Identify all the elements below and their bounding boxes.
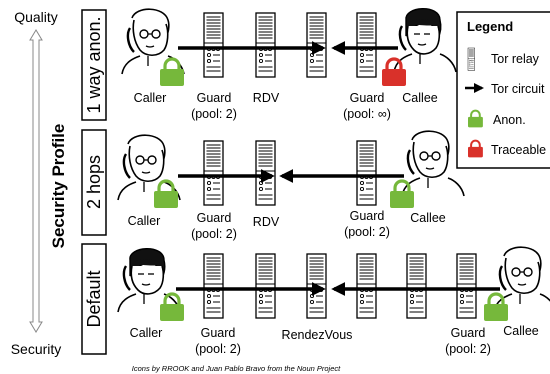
caller-icon (116, 247, 182, 314)
row-1-name: 1 way anon. (84, 16, 104, 113)
guard-pool-label: (pool: 2) (195, 342, 241, 356)
server-icon (356, 253, 377, 319)
legend-title: Legend (467, 19, 513, 34)
lock-icon (380, 57, 408, 88)
axis-bottom-label: Security (11, 341, 62, 357)
rdv-label: RendezVous (282, 328, 353, 342)
guard-pool-label: (pool: 2) (191, 227, 237, 241)
rdv-label: RDV (253, 215, 280, 229)
caller-icon (120, 8, 186, 76)
callee-guard-pool-label: (pool: ∞) (343, 107, 391, 121)
server-icon (203, 253, 224, 319)
server-icon (255, 253, 276, 319)
axis-top-label: Quality (14, 9, 58, 25)
callee-guard-label: Guard (451, 326, 486, 340)
legend-label-relay: Tor relay (491, 52, 540, 66)
rdv-label: RDV (253, 91, 280, 105)
server-icon (467, 47, 475, 71)
row-3-label-box: Default (81, 243, 107, 355)
row-3: Caller Guard (pool: 2) RendezVous Guard … (116, 246, 550, 356)
server-icon (356, 140, 377, 206)
callee-guard-pool-label: (pool: 2) (445, 342, 491, 356)
icon-credit: Icons by RROOK and Juan Pablo Bravo from… (132, 364, 341, 373)
caller-icon (116, 134, 182, 202)
server-icon (456, 253, 477, 319)
caller-label: Caller (130, 326, 163, 340)
legend: Legend Tor relay Tor circuit Anon. Trace… (456, 11, 550, 169)
callee-guard-pool-label: (pool: 2) (344, 225, 390, 239)
row-2-name: 2 hops (84, 155, 104, 209)
legend-label-circuit: Tor circuit (491, 82, 545, 96)
row-1: Caller Guard (pool: 2) RDV Guard (pool: … (120, 7, 458, 121)
axis-title: Security Profile (49, 124, 68, 249)
caller-label: Caller (134, 91, 167, 105)
row-2-label-box: 2 hops (81, 129, 107, 236)
row-1-label-box: 1 way anon. (81, 9, 107, 121)
guard-label: Guard (201, 326, 236, 340)
callee-guard-label: Guard (350, 91, 385, 105)
server-icon (255, 140, 276, 206)
callee-label: Callee (410, 211, 445, 225)
guard-label: Guard (197, 211, 232, 225)
server-icon (203, 140, 224, 206)
lock-icon (152, 179, 180, 210)
server-icon (356, 12, 377, 78)
legend-label-traceable: Traceable (491, 143, 546, 157)
server-icon (203, 12, 224, 78)
lock-icon (388, 179, 416, 210)
guard-label: Guard (197, 91, 232, 105)
server-icon (255, 12, 276, 78)
callee-guard-label: Guard (350, 209, 385, 223)
lock-icon (158, 57, 186, 88)
server-icon (306, 12, 327, 78)
callee-label: Callee (402, 91, 437, 105)
security-axis: Quality Security Security Profile (11, 9, 68, 357)
callee-icon (400, 130, 466, 198)
caller-label: Caller (128, 214, 161, 228)
double-arrow-icon (29, 29, 43, 333)
row-3-name: Default (84, 270, 104, 327)
server-icon (406, 253, 427, 319)
callee-label: Callee (503, 324, 538, 338)
legend-label-anon: Anon. (493, 113, 526, 127)
server-icon (306, 253, 327, 319)
callee-icon (392, 7, 458, 74)
row-2: Caller Guard (pool: 2) RDV Guard (pool: … (116, 130, 466, 241)
guard-pool-label: (pool: 2) (191, 107, 237, 121)
